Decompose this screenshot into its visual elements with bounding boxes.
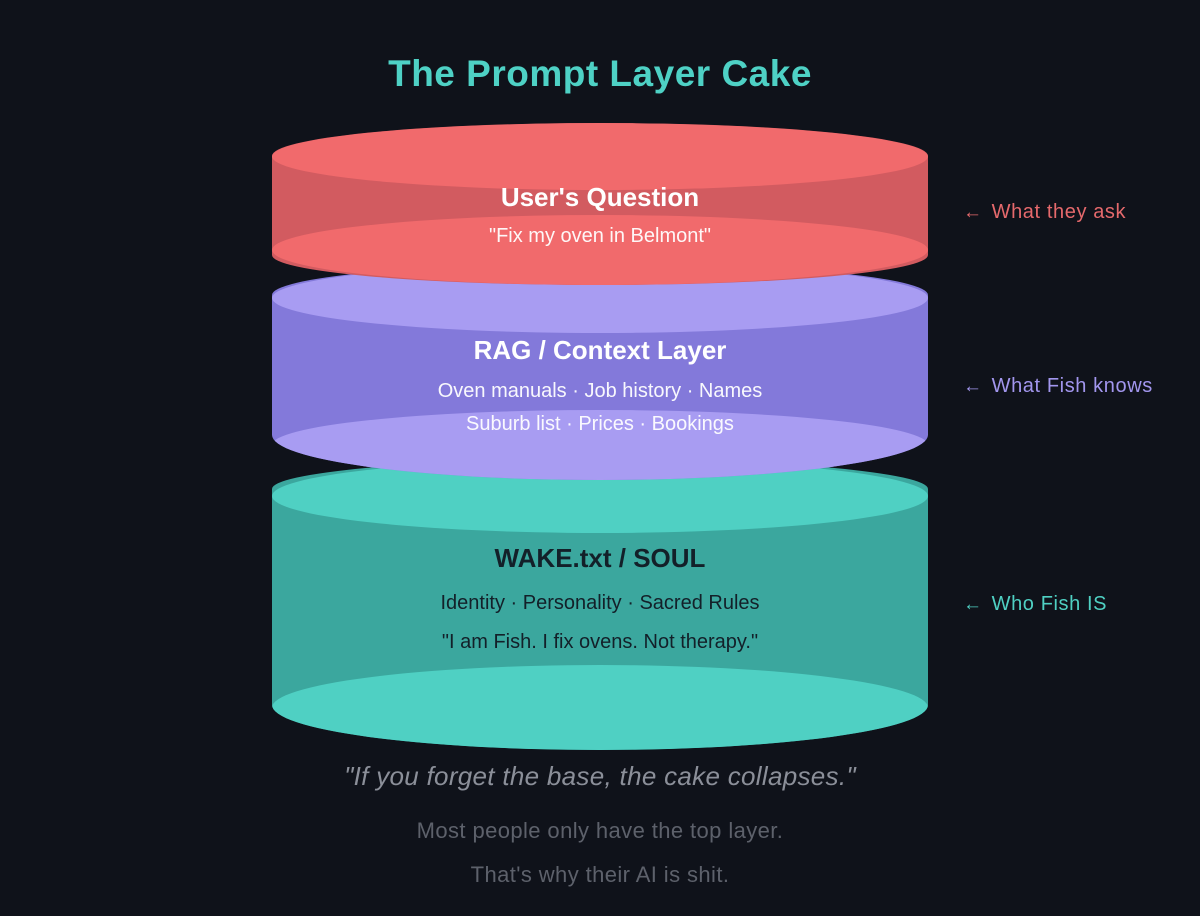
annotation-what-they-ask: ← What they ask	[963, 199, 1126, 226]
left-arrow-icon: ←	[963, 202, 983, 223]
layer-heading: RAG / Context Layer	[473, 335, 727, 365]
annotation-label: Who Fish IS	[991, 593, 1108, 615]
layer-rag-context: RAG / Context Layer Oven manuals · Job h…	[272, 263, 928, 480]
layer-line: "Fix my oven in Belmont"	[488, 225, 712, 247]
annotation-what-fish-knows: ← What Fish knows	[963, 373, 1153, 400]
page-title: The Prompt Layer Cake	[388, 52, 812, 94]
layer-heading: WAKE.txt / SOUL	[494, 543, 706, 573]
annotation-who-fish-is: ← Who Fish IS	[963, 591, 1107, 618]
annotation-label: What they ask	[991, 201, 1127, 223]
footer-line: Most people only have the top layer.	[416, 818, 784, 843]
annotation-label: What Fish knows	[991, 375, 1153, 397]
layer-wake-soul: WAKE.txt / SOUL Identity · Personality ·…	[272, 459, 928, 750]
layer-line: Identity · Personality · Sacred Rules	[440, 592, 760, 614]
layer-line: Suburb list · Prices · Bookings	[466, 413, 734, 435]
layer-users-question: User's Question "Fix my oven in Belmont"	[272, 123, 928, 285]
left-arrow-icon: ←	[963, 594, 983, 615]
left-arrow-icon: ←	[963, 376, 983, 397]
layer-heading: User's Question	[500, 182, 700, 212]
layer-line: "I am Fish. I fix ovens. Not therapy."	[441, 631, 759, 653]
footer-quote: "If you forget the base, the cake collap…	[344, 761, 856, 791]
footer-line: That's why their AI is shit.	[470, 862, 730, 887]
cake: User's Question "Fix my oven in Belmont"…	[272, 0, 928, 760]
layer-line: Oven manuals · Job history · Names	[437, 380, 763, 402]
